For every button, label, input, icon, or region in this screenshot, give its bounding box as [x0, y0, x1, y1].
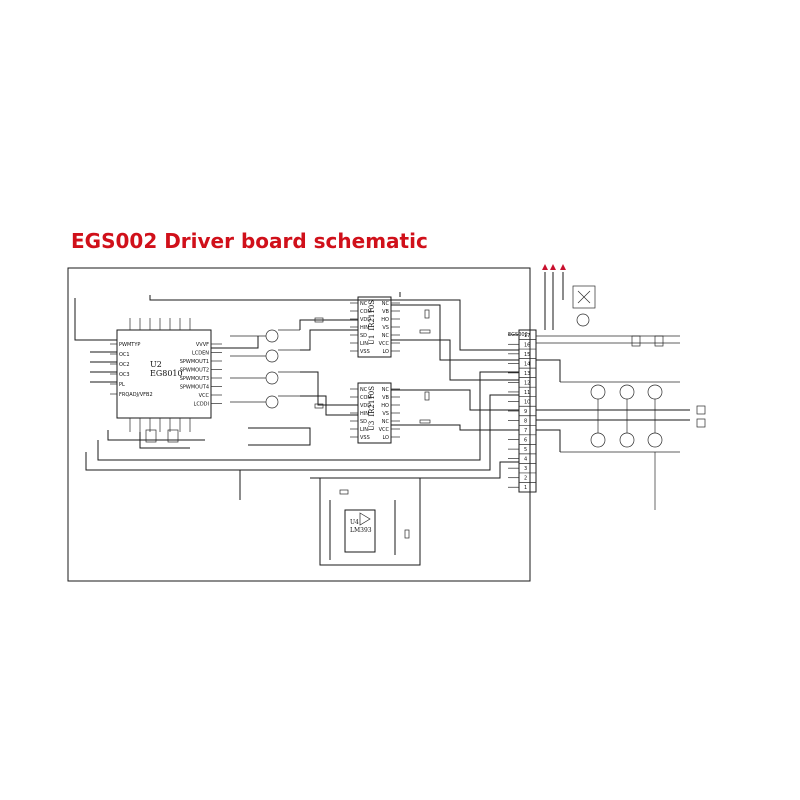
connector-pin-number: 2 [524, 476, 527, 482]
u3-pin-label: VSS [360, 435, 370, 441]
u2-pin-label: SPWMOUT4 [180, 385, 209, 391]
u3-pin-label: NC [360, 387, 368, 393]
u1-pin-label: HIN [360, 325, 369, 331]
u3-pin-label: LO [382, 435, 389, 441]
connector-pin-number: 1 [524, 485, 527, 491]
u3-pin-label: VB [382, 395, 389, 401]
wiring [74, 292, 690, 566]
connector-pin-number: 5 [524, 447, 527, 453]
u1-pin-label: VCC [379, 341, 390, 347]
u2-ref: U2 [150, 360, 162, 369]
u2-pin-label: OC2 [119, 362, 130, 368]
u1-pin-label: VB [382, 309, 389, 315]
u2-pin-label: OC1 [119, 352, 130, 358]
connector-pin-number: 11 [524, 390, 530, 396]
u2-pin-label: SPWMOUT2 [180, 368, 209, 374]
connector-pin-number: 7 [524, 428, 527, 434]
u2-pin-label: VCC [199, 393, 210, 399]
u1-pin-label: COM [360, 309, 372, 315]
u3-pin-label: VS [382, 411, 389, 417]
connector-pin-number: 10 [524, 399, 530, 405]
passive-components [145, 309, 664, 539]
connector-pin-number: 3 [524, 466, 527, 472]
u3-pin-label: LIN [360, 427, 368, 433]
u1-ir2110s-chip: U1IR2110S NC COM VDD HIN SD LIN VSS NC VB HO VS NC V… [350, 296, 400, 358]
u4-ref: U4 [350, 519, 359, 526]
u2-pin-label: VVVF [196, 342, 209, 348]
u2-pin-label: SPWMOUT1 [180, 359, 209, 365]
power-terminals [542, 264, 566, 330]
u1-pin-label: VSS [360, 349, 370, 355]
driver-transistors [230, 329, 300, 409]
connector-pin-number: 4 [524, 457, 527, 463]
connector-pin-number: 14 [524, 361, 530, 367]
u2-pin-label: PL [119, 382, 125, 388]
connector-pin-number: 6 [524, 438, 527, 444]
u1-pin-label: NC [382, 333, 390, 339]
u1-pin-label: LIN [360, 341, 368, 347]
u3-pin-label: VCC [379, 427, 390, 433]
fan-circuit [536, 285, 680, 344]
u3-pin-label: HO [381, 403, 389, 409]
u3-pin-label: NC [382, 419, 390, 425]
u2-pin-label: PWMTYP [119, 342, 140, 348]
mosfet-bridge [560, 381, 706, 510]
u3-pin-label: NC [382, 387, 390, 393]
u1-pin-label: VS [382, 325, 389, 331]
u3-pin-label: HIN [360, 411, 369, 417]
u2-pin-label: LCDDI [194, 402, 209, 408]
u1-pin-label: NC [360, 301, 368, 307]
u1-pin-label: HO [381, 317, 389, 323]
connector-pin-number: 8 [524, 419, 527, 425]
u1-pin-label: NC [382, 301, 390, 307]
u3-pin-label: SD [360, 419, 367, 425]
u2-pin-label: LCDEN [192, 351, 209, 357]
u3-pin-label: VDD [360, 403, 371, 409]
schematic-title: EGS002 Driver board schematic [71, 229, 428, 253]
u4-part: LM393 [350, 527, 372, 534]
u3-label: U3IR2110S [368, 386, 376, 431]
connector-pin-number: 9 [524, 409, 527, 415]
u2-pin-label: SPWMOUT3 [180, 376, 209, 382]
u2-pin-label: FRQADJ/VFB2 [119, 392, 153, 398]
u1-pin-label: SD [360, 333, 367, 339]
connector-pin-number: 12 [524, 380, 530, 386]
connector-pin-number: 17 [524, 333, 530, 339]
u2-pin-label: OC3 [119, 372, 130, 378]
u1-pin-label: LO [382, 349, 389, 355]
connector-pin-number: 15 [524, 352, 530, 358]
u3-pin-label: COM [360, 395, 372, 401]
u1-label: U1IR2110S [368, 300, 376, 345]
connector-pin-number: 13 [524, 371, 530, 377]
u3-ir2110s-chip: U3IR2110S NC COM VDD HIN SD LIN VSS NC VB HO VS NC V… [350, 382, 400, 444]
board-frame [67, 267, 531, 582]
u1-pin-label: VDD [360, 317, 371, 323]
u4-lm393-chip: U4 LM393 [344, 509, 376, 553]
connector-pin-number: 16 [524, 342, 530, 348]
u2-part: EG8010 [150, 369, 183, 378]
